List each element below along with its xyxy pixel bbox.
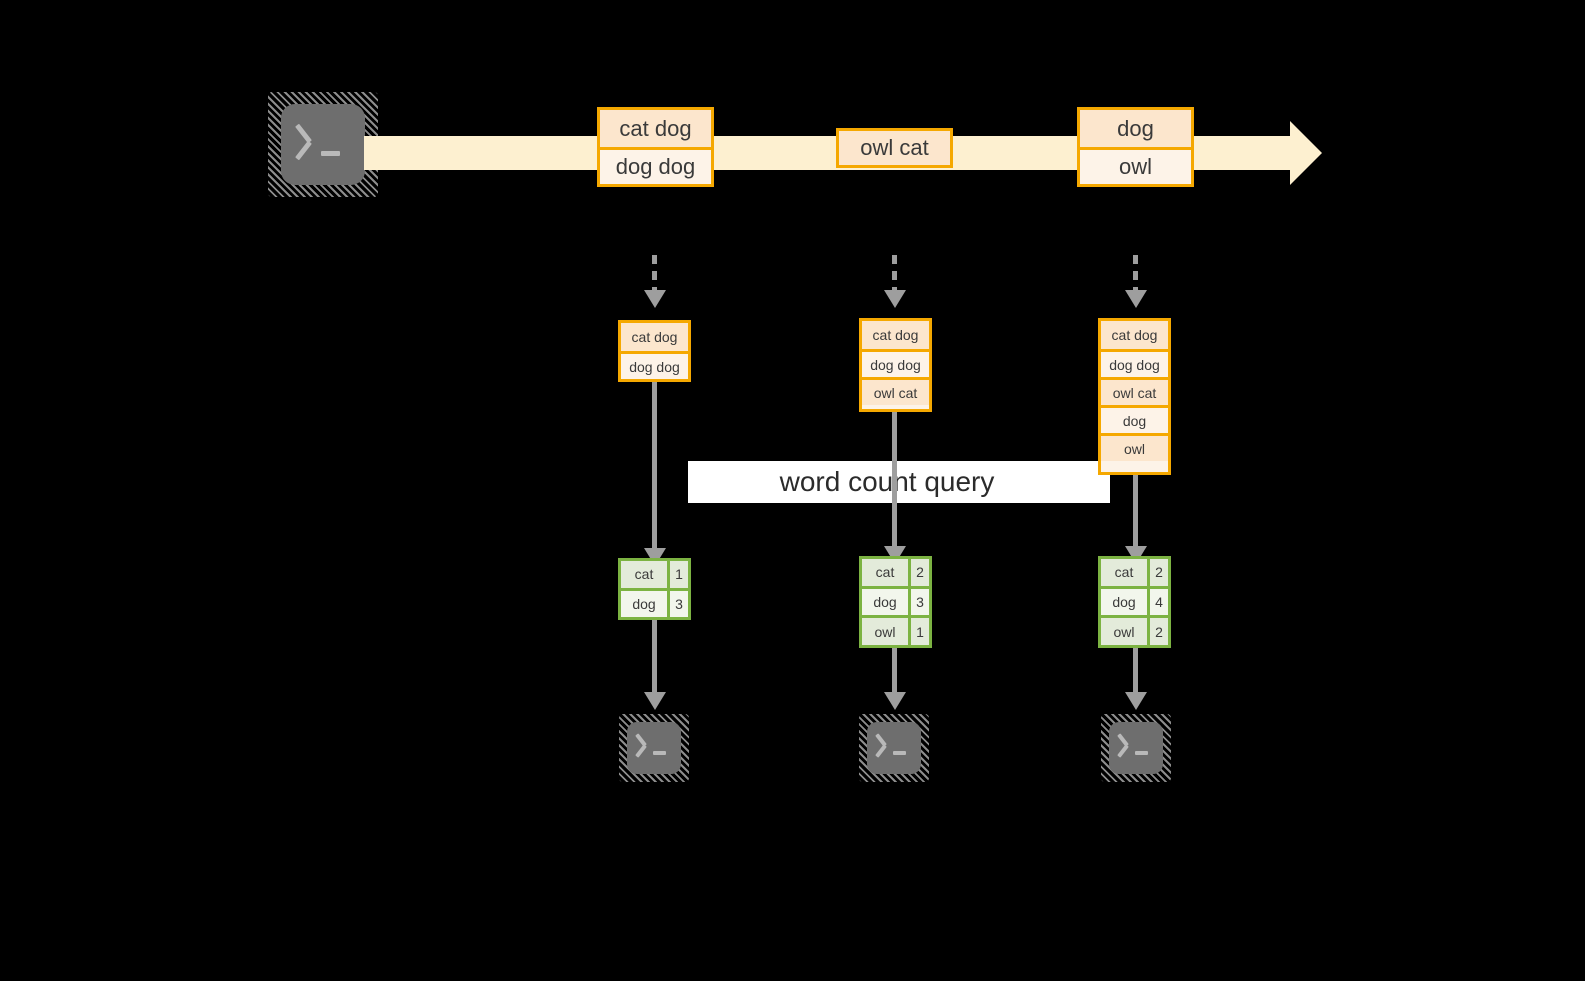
- col1-output-line: [652, 620, 657, 694]
- table-row: cat 2: [862, 559, 929, 586]
- terminal-body: [281, 104, 365, 185]
- table-row: owl 2: [1101, 615, 1168, 646]
- query-label-text: word count query: [779, 466, 995, 497]
- result-word: cat: [1101, 559, 1147, 586]
- result-count: 3: [908, 588, 929, 616]
- table-row: cat 1: [621, 561, 688, 588]
- col2-ingest-dashed-line: [892, 255, 897, 293]
- col1-accumulated-records[interactable]: cat dog dog dog: [618, 320, 691, 382]
- terminal-cursor-underscore: [1135, 751, 1148, 755]
- col3-accumulated-records[interactable]: cat dog dog dog owl cat dog owl: [1098, 318, 1171, 475]
- terminal-body: [627, 722, 681, 774]
- table-row: owl 1: [862, 615, 929, 646]
- col3-output-arrow-head: [1125, 692, 1147, 710]
- accumulated-record-line: owl cat: [1101, 377, 1168, 405]
- event-stream-arrow-head: [1290, 121, 1322, 185]
- table-row: dog 4: [1101, 585, 1168, 616]
- col1-ingest-arrow-head: [644, 290, 666, 308]
- terminal-cursor-underscore: [893, 751, 906, 755]
- stream-record-line: dog dog: [600, 147, 711, 184]
- result-word: cat: [862, 559, 908, 586]
- stream-record-line: owl cat: [839, 131, 950, 165]
- result-count: 2: [1147, 559, 1168, 586]
- col2-output-arrow-head: [884, 692, 906, 710]
- col2-ingest-arrow-head: [884, 290, 906, 308]
- col2-sink-terminal-icon[interactable]: [859, 714, 929, 782]
- result-count: 4: [1147, 588, 1168, 616]
- accumulated-record-line: cat dog: [621, 323, 688, 351]
- col3-ingest-arrow-head: [1125, 290, 1147, 308]
- col3-output-line: [1133, 648, 1138, 694]
- col1-ingest-dashed-line: [652, 255, 657, 293]
- result-word: dog: [1101, 588, 1147, 616]
- stream-record-line: owl: [1080, 147, 1191, 184]
- terminal-cursor-underscore: [321, 151, 340, 156]
- result-count: 2: [1147, 618, 1168, 646]
- accumulated-record-line: owl cat: [862, 377, 929, 405]
- col3-result-table[interactable]: cat 2 dog 4 owl 2: [1098, 556, 1171, 648]
- query-label-banner: word count query: [688, 461, 1110, 503]
- result-count: 1: [908, 618, 929, 646]
- stream-record-batch-3[interactable]: dog owl: [1077, 107, 1194, 187]
- accumulated-record-line: cat dog: [1101, 321, 1168, 349]
- col2-result-table[interactable]: cat 2 dog 3 owl 1: [859, 556, 932, 648]
- col1-query-line-overlay: [652, 461, 657, 503]
- col1-result-table[interactable]: cat 1 dog 3: [618, 558, 691, 620]
- accumulated-record-line: dog: [1101, 405, 1168, 433]
- col2-output-line: [892, 648, 897, 694]
- result-word: cat: [621, 561, 667, 588]
- accumulated-record-line: dog dog: [1101, 349, 1168, 377]
- terminal-body: [1109, 722, 1163, 774]
- accumulated-record-line: dog dog: [862, 349, 929, 377]
- result-count: 1: [667, 561, 688, 588]
- col2-accumulated-records[interactable]: cat dog dog dog owl cat: [859, 318, 932, 412]
- result-word: owl: [862, 618, 908, 646]
- result-count: 2: [908, 559, 929, 586]
- result-word: dog: [621, 590, 667, 617]
- col3-ingest-dashed-line: [1133, 255, 1138, 293]
- terminal-body: [867, 722, 921, 774]
- stream-record-line: dog: [1080, 110, 1191, 147]
- stream-record-batch-1[interactable]: cat dog dog dog: [597, 107, 714, 187]
- source-terminal-icon[interactable]: [268, 92, 378, 197]
- table-row: dog 3: [862, 585, 929, 616]
- col3-sink-terminal-icon[interactable]: [1101, 714, 1171, 782]
- col1-sink-terminal-icon[interactable]: [619, 714, 689, 782]
- terminal-cursor-underscore: [653, 751, 666, 755]
- result-word: owl: [1101, 618, 1147, 646]
- stream-record-batch-2[interactable]: owl cat: [836, 128, 953, 168]
- accumulated-record-line: dog dog: [621, 351, 688, 379]
- stream-record-line: cat dog: [600, 110, 711, 147]
- col1-output-arrow-head: [644, 692, 666, 710]
- accumulated-record-line: cat dog: [862, 321, 929, 349]
- col2-query-line-overlay: [892, 461, 897, 503]
- result-word: dog: [862, 588, 908, 616]
- accumulated-record-line: owl: [1101, 433, 1168, 461]
- table-row: dog 3: [621, 587, 688, 617]
- col3-query-line: [1133, 474, 1138, 548]
- table-row: cat 2: [1101, 559, 1168, 586]
- result-count: 3: [667, 590, 688, 617]
